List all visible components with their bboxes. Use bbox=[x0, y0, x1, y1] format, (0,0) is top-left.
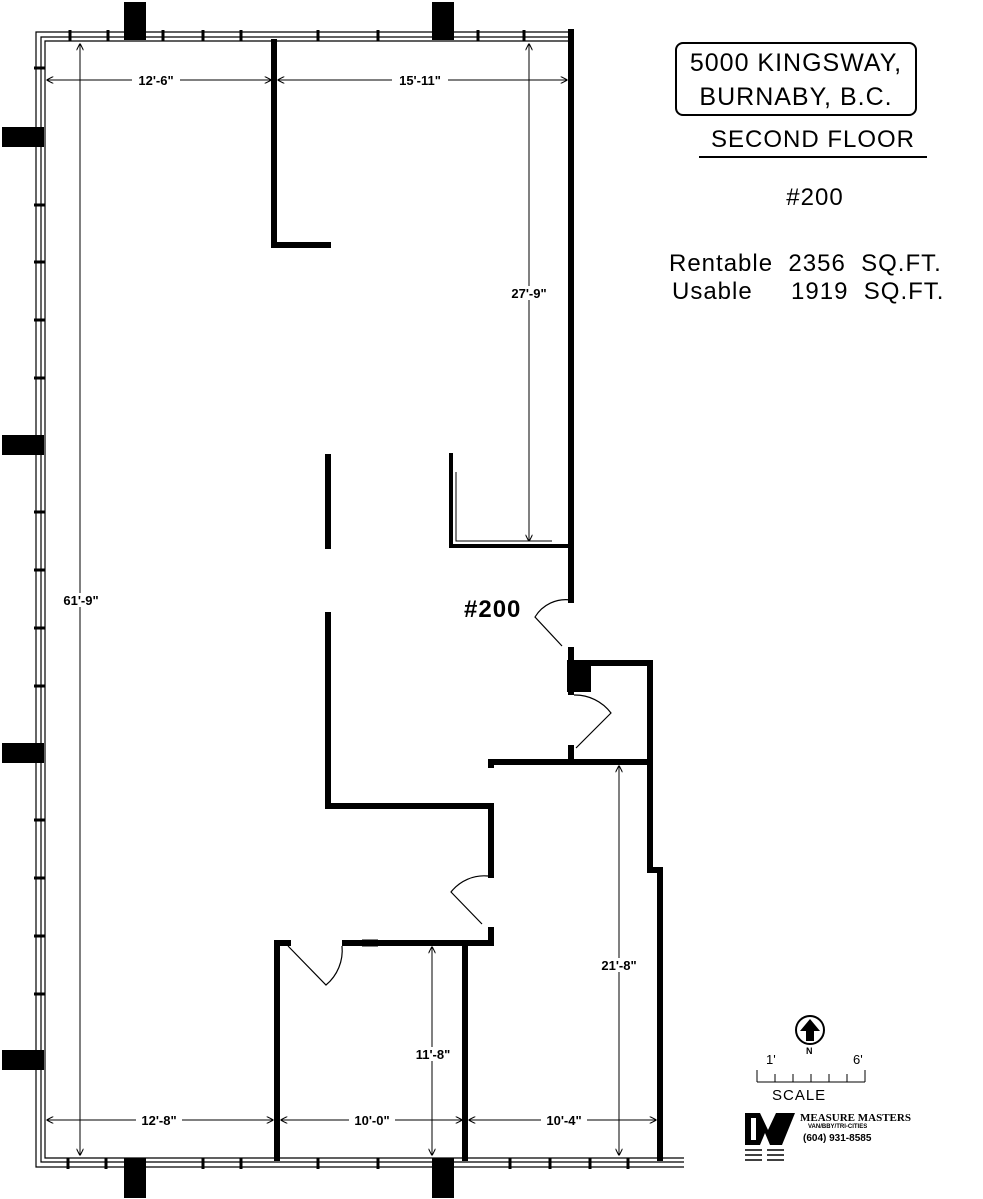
dim-top-left: 12'-6" bbox=[138, 73, 173, 88]
window-mullions bbox=[34, 30, 630, 1169]
dim-right-height: 27'-9" bbox=[511, 286, 546, 301]
dim-bottom-mid: 10'-0" bbox=[354, 1113, 389, 1128]
scale-start-label: 1' bbox=[766, 1052, 776, 1067]
brand-name: MEASURE MASTERS bbox=[800, 1112, 911, 1124]
unit-number: #200 bbox=[786, 184, 844, 211]
scale-end-label: 6' bbox=[853, 1052, 863, 1067]
dim-left-height: 61'-9" bbox=[63, 593, 98, 608]
exterior-window-wall bbox=[35, 31, 684, 1168]
brand-phone: (604) 931-8585 bbox=[803, 1133, 872, 1144]
north-arrow-icon bbox=[795, 1015, 825, 1045]
wall-stub bbox=[567, 660, 591, 692]
floor-title: SECOND FLOOR bbox=[699, 124, 927, 158]
dim-bottom-right: 10'-4" bbox=[546, 1113, 581, 1128]
dim-office-mid-height: 11'-8" bbox=[416, 1047, 451, 1062]
address-line-1: 5000 KINGSWAY, bbox=[689, 49, 903, 77]
usable-area: Usable 1919 SQ.FT. bbox=[672, 278, 945, 305]
structural-columns bbox=[2, 2, 454, 1198]
scale-label: SCALE bbox=[772, 1087, 827, 1104]
dim-top-right: 15'-11" bbox=[399, 73, 441, 88]
plan-unit-label: #200 bbox=[464, 596, 522, 623]
scale-bar bbox=[756, 1070, 866, 1083]
rentable-area: Rentable 2356 SQ.FT. bbox=[669, 250, 942, 277]
measure-masters-logo-icon bbox=[745, 1113, 795, 1161]
dim-bottom-left: 12'-8" bbox=[141, 1113, 176, 1128]
address-line-2: BURNABY, B.C. bbox=[699, 83, 893, 111]
north-label: N bbox=[806, 1046, 813, 1056]
dimension-labels: 12'-6" 15'-11" 27'-9" 61'-9" 21'-8" 11'-… bbox=[58, 73, 642, 1128]
interior-window bbox=[362, 453, 568, 947]
address-box: 5000 KINGSWAY, BURNABY, B.C. bbox=[675, 42, 917, 116]
interior-walls bbox=[271, 29, 663, 1161]
dim-office-right-height: 21'-8" bbox=[601, 958, 636, 973]
brand-region: VAN/BBY/TRI-CITIES bbox=[808, 1124, 868, 1130]
door-swings bbox=[287, 599, 612, 986]
